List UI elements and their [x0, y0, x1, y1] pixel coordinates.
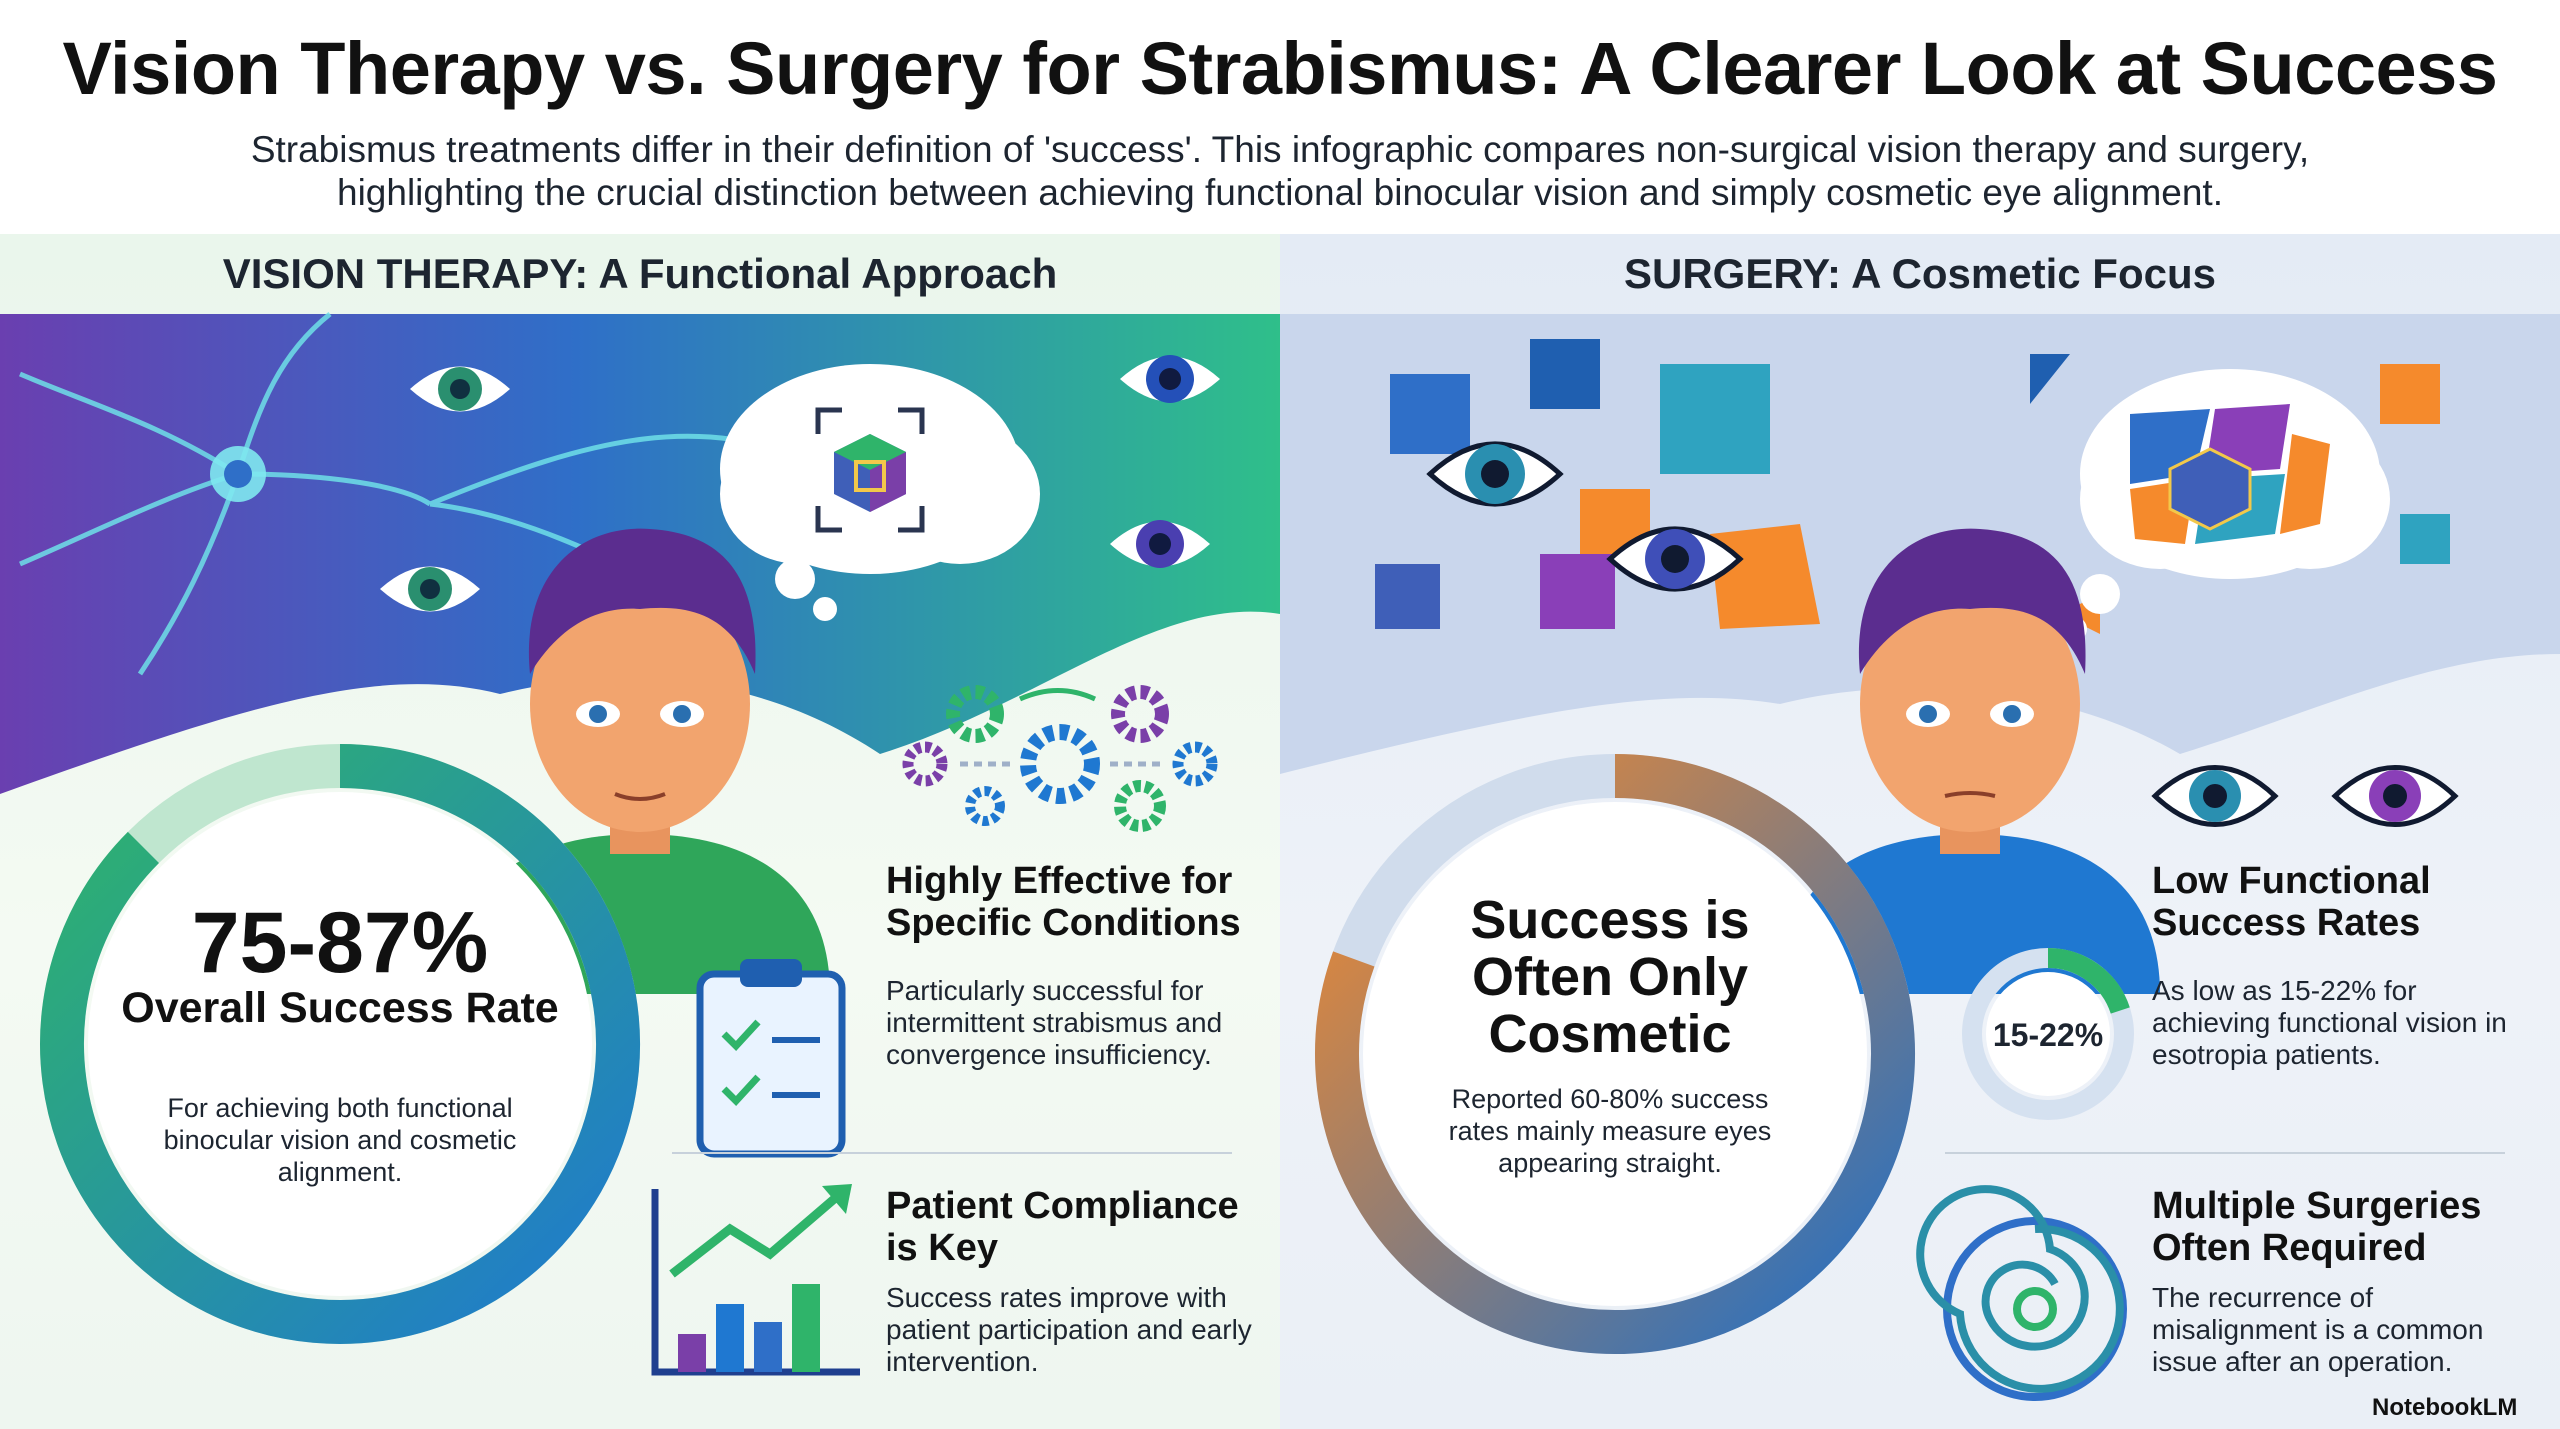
vt-success-stat: 75-87% [191, 895, 489, 991]
eye-icon [410, 366, 510, 412]
functional-rate-badge: 15-22% [1992, 1017, 2104, 1053]
sg-divider [1945, 1152, 2505, 1154]
sg-feature-title-1: Low Functional Success Rates [2152, 860, 2431, 944]
sg-feature-text-2: The recurrence of misalignment is a comm… [2152, 1282, 2484, 1377]
person-illustration [1780, 528, 2160, 994]
gears-icon [902, 685, 1218, 832]
vt-feature-title-2: Patient Compliance is Key [886, 1185, 1239, 1269]
eye-icon [1110, 520, 1210, 568]
eye-icon [1426, 441, 1564, 507]
eye-icon [1120, 355, 1220, 403]
sg-success-label: Success is Often Only Cosmetic [1470, 890, 1750, 1064]
eye-pair-icon [2151, 765, 2459, 827]
success-ring-sg [1315, 754, 1915, 1354]
vt-divider [672, 1152, 1232, 1154]
vt-success-label: Overall Success Rate [121, 984, 559, 1032]
vision-therapy-heading: VISION THERAPY: A Functional Approach [222, 250, 1058, 297]
vt-success-description: For achieving both functional binocular … [163, 1093, 517, 1187]
functional-rate-ring [1962, 948, 2134, 1120]
eye-icon [380, 566, 480, 612]
page-title: Vision Therapy vs. Surgery for Strabismu… [62, 27, 2498, 110]
eye-icon [1606, 526, 1744, 592]
surgery-heading: SURGERY: A Cosmetic Focus [1624, 250, 2216, 297]
sg-success-description: Reported 60-80% success rates mainly mea… [1448, 1084, 1772, 1178]
page-subtitle: Strabismus treatments differ in their de… [250, 129, 2310, 213]
clipboard-checklist-icon [696, 959, 846, 1158]
sg-feature-title-2: Multiple Surgeries Often Required [2152, 1185, 2482, 1269]
vt-feature-text-2: Success rates improve with patient parti… [886, 1282, 1252, 1377]
focused-cube-icon [720, 364, 1040, 621]
vt-feature-title-1: Highly Effective for Specific Conditions [886, 860, 1241, 944]
growth-chart-icon [651, 1184, 860, 1376]
success-ring-vt [40, 744, 640, 1344]
surgery-illustration [1280, 314, 2560, 1401]
spiral-icon [1916, 1185, 2127, 1401]
sg-feature-text-1: As low as 15-22% for achieving functiona… [2152, 975, 2507, 1070]
brand-label: NotebookLM [2372, 1394, 2518, 1421]
vt-feature-text-1: Particularly successful for intermittent… [886, 975, 1223, 1070]
shattered-cube-icon [2063, 369, 2390, 641]
vision-therapy-illustration [0, 312, 1280, 1376]
